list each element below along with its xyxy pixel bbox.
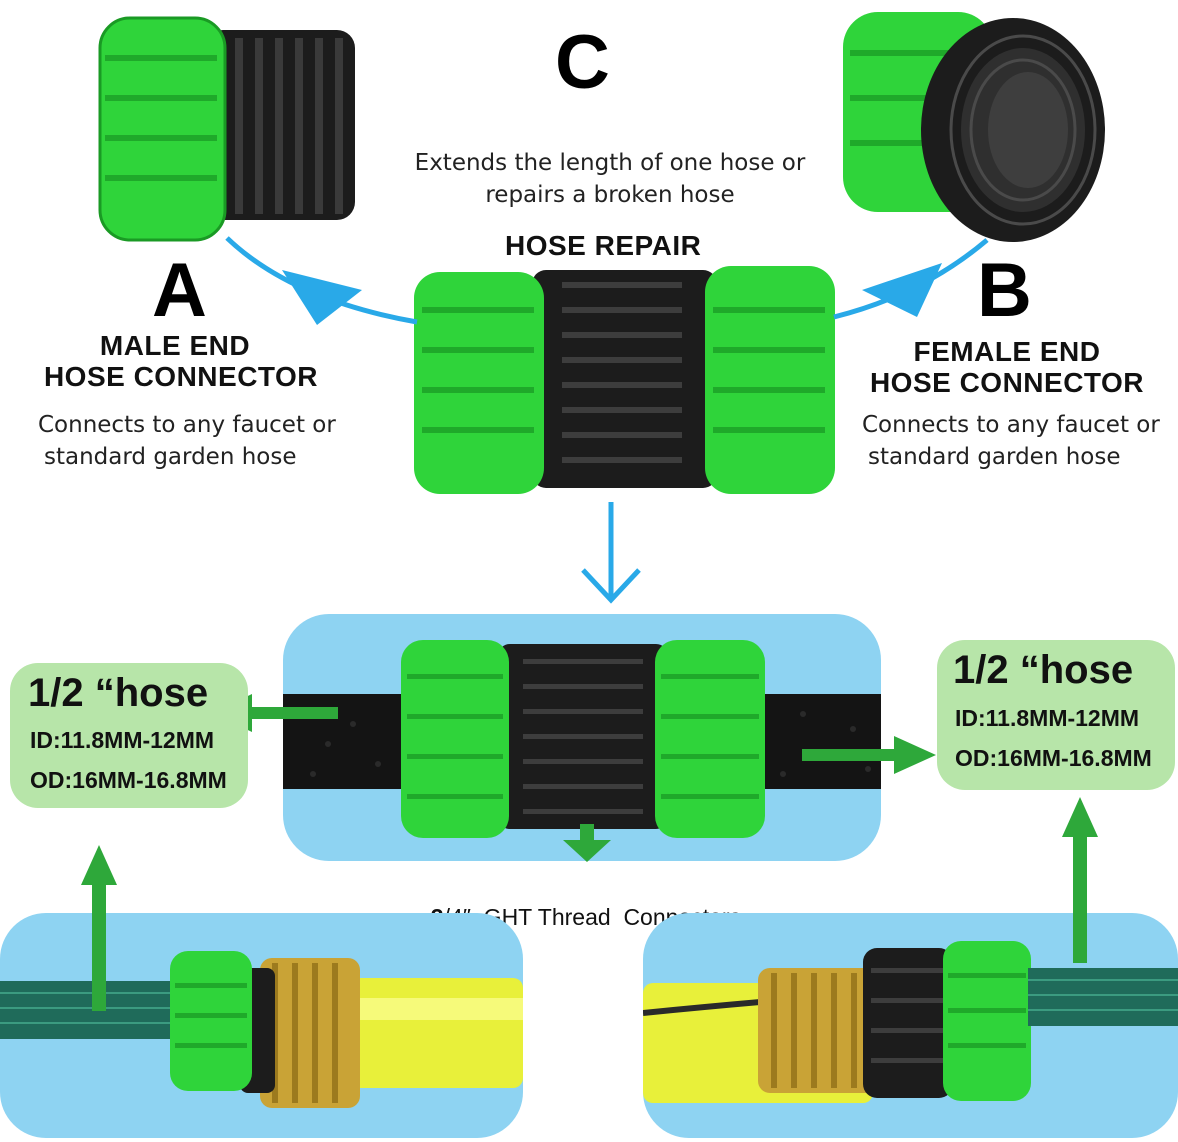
- arrow-down-icon: [581, 502, 641, 604]
- spec-left-title: 1/2 “hose: [28, 671, 209, 715]
- female-connector-in-use-photo: [643, 941, 1178, 1103]
- arrow-up-icon: [81, 845, 117, 1011]
- male-connector-in-use-photo: [0, 951, 523, 1108]
- connector-b-description-line1: Connects to any faucet or: [862, 412, 1160, 438]
- connector-c-description-line2: repairs a broken hose: [485, 182, 735, 208]
- male-end-connector-photo: [98, 16, 355, 242]
- arrow-up-icon: [1062, 797, 1098, 963]
- arrow-right-icon: [802, 736, 936, 774]
- connector-a-heading-line2: HOSE CONNECTOR: [43, 361, 319, 392]
- connector-b-heading-line2: HOSE CONNECTOR: [869, 367, 1145, 398]
- connector-b-heading-line1: FEMALE END: [913, 336, 1101, 367]
- spec-right-outer-diameter: OD:16MM-16.8MM: [955, 745, 1152, 771]
- spec-badge-left: 1/2 “hose ID:11.8MM-12MM OD:16MM-16.8MM: [10, 663, 248, 808]
- hose-connection-photo: [283, 640, 881, 838]
- connector-c-heading: HOSE REPAIR: [505, 230, 702, 261]
- connector-a-description: Connects to any faucet or standard garde…: [38, 409, 336, 473]
- arrow-left-icon: [833, 238, 989, 320]
- arrow-right-icon: [225, 236, 418, 325]
- connector-b-letter: B: [977, 248, 1032, 333]
- spec-badge-right: 1/2 “hose ID:11.8MM-12MM OD:16MM-16.8MM: [937, 640, 1175, 790]
- spec-right-inner-diameter: ID:11.8MM-12MM: [955, 705, 1140, 731]
- connector-b-description: Connects to any faucet or standard garde…: [862, 409, 1160, 473]
- connector-b-heading: FEMALE END HOSE CONNECTOR: [862, 336, 1162, 398]
- connector-c-description-line1: Extends the length of one hose or: [414, 150, 806, 176]
- female-end-connector-photo: [843, 12, 1105, 242]
- spec-left-outer-diameter: OD:16MM-16.8MM: [30, 767, 227, 793]
- connector-c-description: Extends the length of one hose or repair…: [380, 147, 840, 211]
- connector-b-description-line2: standard garden hose: [868, 444, 1121, 470]
- connector-a-description-line2: standard garden hose: [44, 444, 297, 470]
- hose-repair-connector-photo: [414, 266, 835, 494]
- connector-a-letter: A: [152, 248, 207, 333]
- hose-connection-photo-panel: [283, 614, 881, 861]
- arrow-down-icon: [563, 824, 611, 862]
- spec-left-inner-diameter: ID:11.8MM-12MM: [30, 727, 215, 753]
- connector-c-letter: C: [555, 20, 610, 105]
- spec-right-title: 1/2 “hose: [953, 648, 1134, 692]
- female-connector-in-use-photo-panel: [643, 913, 1178, 1138]
- connector-a-heading-line1: MALE END: [99, 330, 251, 361]
- connector-a-description-line1: Connects to any faucet or: [38, 412, 336, 438]
- connector-a-heading: MALE END HOSE CONNECTOR: [40, 330, 340, 392]
- male-connector-in-use-photo-panel: [0, 913, 523, 1138]
